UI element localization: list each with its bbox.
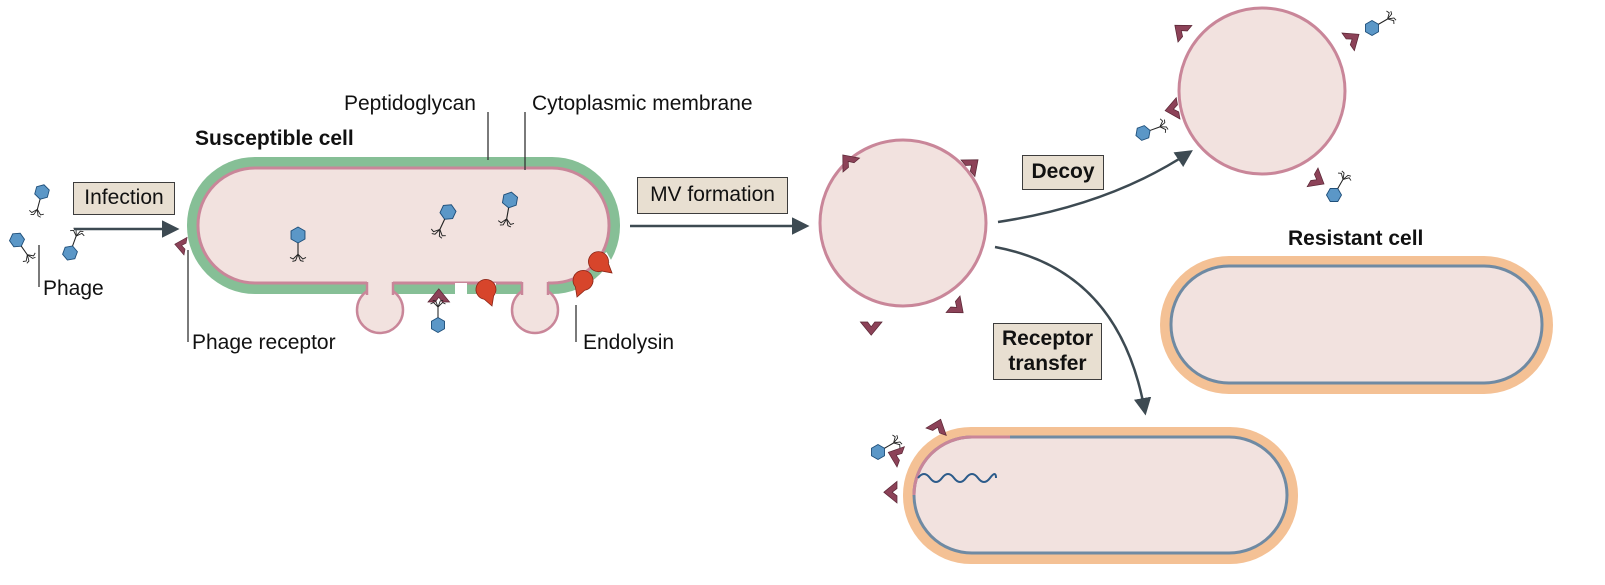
receptor-icon <box>1162 97 1181 122</box>
resistant-cell <box>1160 256 1553 394</box>
phage-icon <box>6 229 38 266</box>
label-endolysin: Endolysin <box>583 331 675 354</box>
susceptible-cell <box>187 157 620 335</box>
decoy-vesicle <box>1177 6 1347 176</box>
label-susceptible-cell: Susceptible cell <box>195 127 354 150</box>
receptor-transfer-line1: Receptor <box>1001 327 1094 351</box>
phage-icon <box>429 299 447 334</box>
label-phage: Phage <box>43 277 104 300</box>
label-cytoplasmic-membrane: Cytoplasmic membrane <box>532 92 753 115</box>
membrane-vesicle <box>818 138 988 308</box>
receptor-icon <box>1341 25 1366 52</box>
phage-icon <box>59 226 87 264</box>
label-phage-receptor: Phage receptor <box>192 331 336 354</box>
phage-icon <box>1323 169 1354 206</box>
receptor-icon <box>860 321 883 336</box>
decoy-box: Decoy <box>1022 155 1104 190</box>
label-peptidoglycan: Peptidoglycan <box>344 92 476 115</box>
receptor-transfer-cell <box>903 427 1298 564</box>
receptor-icon <box>883 481 898 504</box>
phage-icon <box>1132 116 1170 144</box>
receptor-transfer-box: Receptor transfer <box>993 323 1102 380</box>
receptor-transfer-line2: transfer <box>1008 351 1087 375</box>
phage-icon <box>27 182 52 219</box>
phage-icon <box>1361 8 1398 39</box>
receptor-icon <box>1306 167 1330 194</box>
infection-box: Infection <box>73 182 175 215</box>
receptor-icon <box>945 295 971 322</box>
label-resistant-cell: Resistant cell <box>1288 227 1424 250</box>
receptor-icon <box>1167 16 1193 43</box>
mv-formation-box: MV formation <box>637 177 788 214</box>
receptor-icon <box>172 235 188 256</box>
